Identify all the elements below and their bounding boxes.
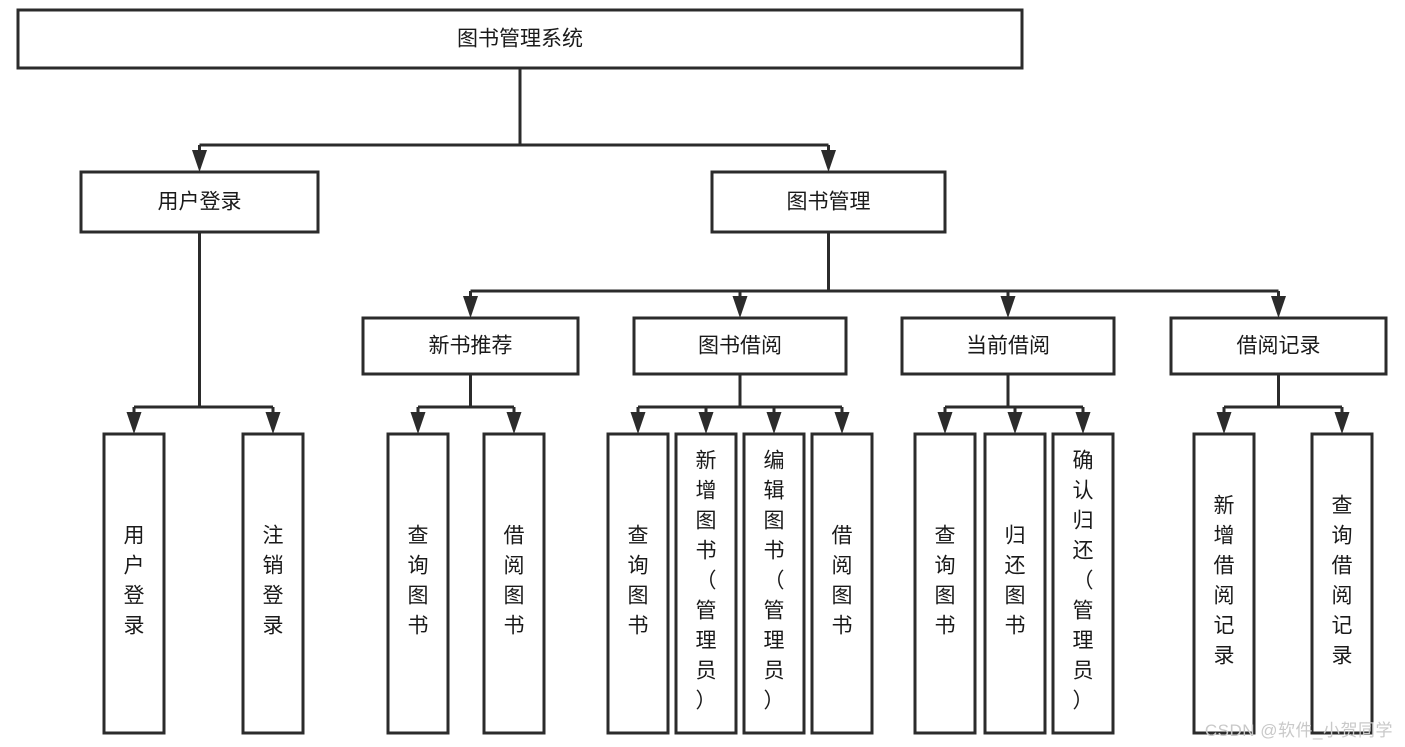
node-box[interactable]: [16, 8, 1024, 70]
node-label: 新增借阅记录: [1214, 495, 1235, 668]
node-box[interactable]: [102, 432, 166, 735]
node-label: 新增图书（管理员）: [696, 450, 717, 713]
arrow-head-icon: [463, 296, 478, 318]
node-leaf-borrow-book-2[interactable]: 借阅图书: [810, 432, 874, 735]
node-box[interactable]: [386, 432, 450, 735]
node-box[interactable]: [482, 432, 546, 735]
node-box[interactable]: [913, 432, 977, 735]
arrow-head-icon: [821, 150, 836, 172]
node-label: 查询图书: [408, 525, 429, 638]
node-box[interactable]: [983, 432, 1047, 735]
node-leaf-user-login[interactable]: 用户登录: [102, 432, 166, 735]
node-box[interactable]: [810, 432, 874, 735]
node-box[interactable]: [1169, 316, 1388, 376]
arrow-head-icon: [1007, 412, 1023, 434]
node-leaf-confirm-return[interactable]: 确认归还（管理员）: [1051, 432, 1115, 735]
node-leaf-query-book-2[interactable]: 查询图书: [606, 432, 670, 735]
arrow-head-icon: [698, 412, 714, 434]
node-box[interactable]: [606, 432, 670, 735]
node-root[interactable]: 图书管理系统: [16, 8, 1024, 70]
node-leaf-return-book[interactable]: 归还图书: [983, 432, 1047, 735]
node-label: 查询借阅记录: [1332, 495, 1353, 668]
node-box[interactable]: [361, 316, 580, 376]
node-box[interactable]: [900, 316, 1116, 376]
node-current-borrow[interactable]: 当前借阅: [900, 316, 1116, 376]
node-box[interactable]: [1192, 432, 1256, 735]
arrow-head-icon: [1216, 412, 1232, 434]
node-borrow-record[interactable]: 借阅记录: [1169, 316, 1388, 376]
node-leaf-query-record[interactable]: 查询借阅记录: [1310, 432, 1374, 735]
arrow-head-icon: [1271, 296, 1286, 318]
node-label: 查询图书: [628, 525, 649, 638]
node-box[interactable]: [241, 432, 305, 735]
node-label: 借阅图书: [832, 525, 853, 638]
arrow-head-icon: [1075, 412, 1091, 434]
node-label: 借阅图书: [504, 525, 525, 638]
node-label: 借阅记录: [1237, 335, 1321, 358]
node-layer: 图书管理系统用户登录图书管理新书推荐图书借阅当前借阅借阅记录用户登录注销登录查询…: [16, 8, 1388, 735]
node-label: 用户登录: [158, 191, 242, 214]
node-box[interactable]: [632, 316, 848, 376]
arrow-head-icon: [732, 296, 748, 318]
node-leaf-query-book-1[interactable]: 查询图书: [386, 432, 450, 735]
arrow-head-icon: [126, 412, 142, 434]
arrow-head-icon: [834, 412, 850, 434]
node-box[interactable]: [1310, 432, 1374, 735]
arrow-head-icon: [410, 412, 426, 434]
node-label: 当前借阅: [966, 335, 1050, 358]
node-book-manage[interactable]: 图书管理: [710, 170, 947, 234]
arrow-head-icon: [937, 412, 953, 434]
node-box[interactable]: [79, 170, 320, 234]
node-leaf-borrow-book-1[interactable]: 借阅图书: [482, 432, 546, 735]
arrow-head-icon: [192, 150, 207, 172]
node-box[interactable]: [742, 432, 806, 735]
node-leaf-add-record[interactable]: 新增借阅记录: [1192, 432, 1256, 735]
node-leaf-edit-book[interactable]: 编辑图书（管理员）: [742, 432, 806, 735]
node-leaf-logout[interactable]: 注销登录: [241, 432, 305, 735]
node-box[interactable]: [710, 170, 947, 234]
arrow-head-icon: [265, 412, 281, 434]
node-new-book-rec[interactable]: 新书推荐: [361, 316, 580, 376]
node-label: 归还图书: [1005, 525, 1026, 638]
node-leaf-query-book-3[interactable]: 查询图书: [913, 432, 977, 735]
connector-layer: [126, 68, 1350, 434]
arrow-head-icon: [630, 412, 646, 434]
arrow-head-icon: [766, 412, 782, 434]
arrow-head-icon: [1334, 412, 1350, 434]
csdn-watermark: CSDN @软件_小贺同学: [1204, 721, 1393, 740]
node-label: 图书借阅: [698, 335, 782, 358]
node-book-borrow[interactable]: 图书借阅: [632, 316, 848, 376]
node-box[interactable]: [674, 432, 738, 735]
node-label: 用户登录: [124, 525, 145, 638]
node-label: 确认归还（管理员）: [1073, 450, 1094, 713]
node-label: 图书管理系统: [457, 28, 583, 51]
node-label: 图书管理: [787, 191, 871, 214]
node-leaf-add-book[interactable]: 新增图书（管理员）: [674, 432, 738, 735]
node-label: 查询图书: [935, 525, 956, 638]
node-label: 注销登录: [263, 525, 284, 638]
node-label: 新书推荐: [429, 335, 513, 358]
node-user-login[interactable]: 用户登录: [79, 170, 320, 234]
node-label: 编辑图书（管理员）: [764, 450, 785, 713]
arrow-head-icon: [506, 412, 522, 434]
node-box[interactable]: [1051, 432, 1115, 735]
arrow-head-icon: [1000, 296, 1016, 318]
